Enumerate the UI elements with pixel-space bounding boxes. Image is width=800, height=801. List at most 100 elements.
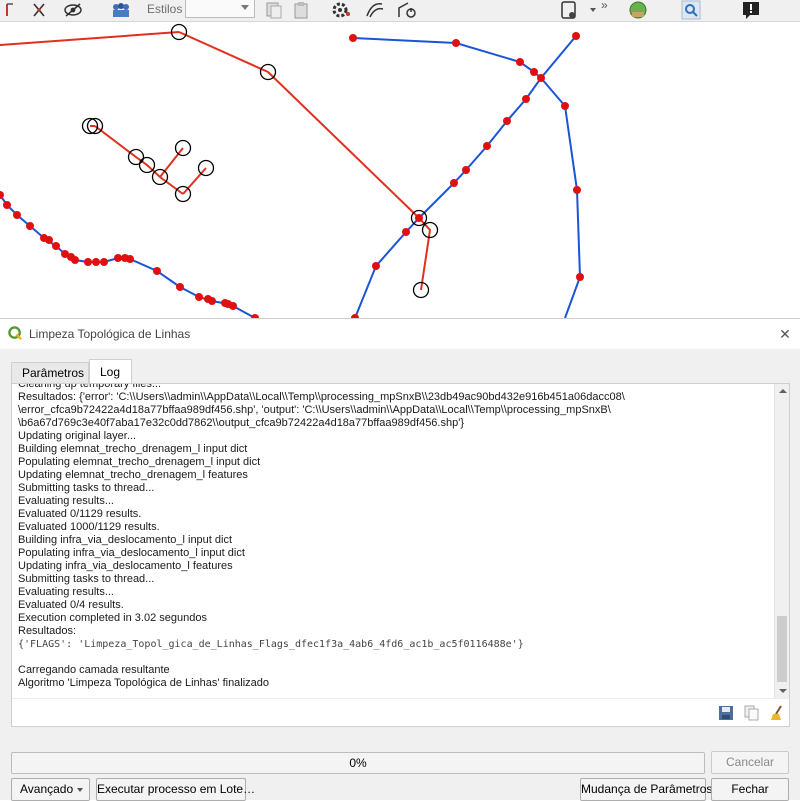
- vertex-marker: [503, 117, 511, 125]
- log-line: Evaluated 0/1129 results.: [18, 508, 142, 520]
- trace-lines-icon[interactable]: [364, 0, 386, 20]
- log-text-area[interactable]: Cleaning up temporary files... Resultados…: [12, 384, 774, 698]
- flag-marker[interactable]: [421, 221, 439, 239]
- advanced-button[interactable]: Avançado: [11, 778, 90, 801]
- search-icon[interactable]: [680, 0, 702, 20]
- close-icon[interactable]: ✕: [779, 325, 791, 342]
- tab-log[interactable]: Log: [89, 359, 132, 383]
- flag-marker[interactable]: [127, 148, 145, 166]
- log-line: Carregando camada resultante: [18, 664, 170, 676]
- dialog-title: Limpeza Topológica de Linhas: [29, 327, 191, 341]
- vertex-marker: [45, 236, 53, 244]
- vertex-marker: [84, 258, 92, 266]
- vertex-marker: [221, 299, 229, 307]
- log-line: Cleaning up temporary files...: [18, 384, 162, 390]
- vertex-marker: [450, 179, 458, 187]
- vertex-marker: [92, 258, 100, 266]
- plugin-map-icon[interactable]: [627, 0, 649, 20]
- log-line: Updating original layer...: [18, 430, 137, 442]
- chevron-down-icon[interactable]: [582, 0, 604, 20]
- vertex-marker: [415, 214, 423, 222]
- digitize-tool-icon[interactable]: [0, 0, 22, 20]
- vertex-marker: [530, 68, 538, 76]
- close-button[interactable]: Fechar: [711, 778, 789, 801]
- toggle-visibility-icon[interactable]: [62, 0, 84, 20]
- log-line: Algoritmo 'Limpeza Topológica de Linhas'…: [18, 677, 270, 689]
- log-line: [18, 651, 770, 664]
- flag-marker[interactable]: [86, 117, 104, 135]
- split-feature-icon[interactable]: [28, 0, 50, 20]
- log-line: Populating elemnat_trecho_drenagem_l inp…: [18, 456, 261, 468]
- vertex-marker: [251, 314, 259, 318]
- road-line[interactable]: [159, 147, 184, 178]
- drainage-line[interactable]: [352, 37, 582, 318]
- main-toolbar: Estilos »: [0, 0, 800, 22]
- vertex-marker: [61, 250, 69, 258]
- flag-marker[interactable]: [151, 168, 169, 186]
- vertex-marker: [561, 102, 569, 110]
- flag-marker[interactable]: [81, 117, 99, 135]
- flag-marker[interactable]: [174, 139, 192, 157]
- flag-marker[interactable]: [197, 159, 215, 177]
- dialog-titlebar: Limpeza Topológica de Linhas ✕: [0, 319, 800, 349]
- road-line[interactable]: [94, 125, 184, 195]
- flag-marker[interactable]: [170, 23, 188, 41]
- node-power-icon[interactable]: [396, 0, 418, 20]
- progress-bar: 0%: [11, 752, 705, 774]
- vertex-marker: [153, 267, 161, 275]
- vertex-marker: [121, 254, 129, 262]
- copy-style-icon[interactable]: [263, 0, 285, 20]
- log-line: Evaluated 0/4 results.: [18, 599, 124, 611]
- batch-process-button[interactable]: Executar processo em Lote…: [96, 778, 255, 801]
- road-line[interactable]: [178, 31, 420, 219]
- log-line: Evaluated 1000/1129 results.: [18, 521, 160, 533]
- road-line[interactable]: [182, 167, 207, 195]
- copy-log-icon[interactable]: [743, 704, 761, 722]
- log-line: Submitting tasks to thread...: [18, 573, 155, 585]
- log-line: Submitting tasks to thread...: [18, 482, 155, 494]
- log-line: Populating infra_via_deslocamento_l inpu…: [18, 547, 245, 559]
- scroll-down-icon[interactable]: [775, 684, 790, 698]
- tab-parametros[interactable]: Parâmetros: [11, 362, 89, 383]
- flag-marker[interactable]: [410, 209, 428, 227]
- map-canvas[interactable]: [0, 22, 800, 318]
- log-line: Building elemnat_trecho_drenagem_l input…: [18, 443, 248, 455]
- log-line: Resultados:: [18, 625, 77, 637]
- road-line[interactable]: [0, 31, 180, 46]
- layer-styles-icon[interactable]: [110, 0, 132, 20]
- messages-icon[interactable]: [740, 0, 762, 20]
- vertex-marker: [229, 302, 237, 310]
- vertex-marker: [537, 74, 545, 82]
- change-parameters-button[interactable]: Mudança de Parâmetros: [580, 778, 712, 801]
- gear-process-icon[interactable]: [330, 0, 352, 20]
- scroll-up-icon[interactable]: [775, 384, 790, 398]
- toolbar-overflow-chevron[interactable]: »: [601, 0, 608, 12]
- styles-label: Estilos: [147, 2, 183, 16]
- log-line: {'FLAGS': 'Limpeza_Topol_gica_de_Linhas_…: [18, 639, 524, 650]
- log-line: Evaluating results...: [18, 586, 114, 598]
- flag-marker[interactable]: [259, 63, 277, 81]
- paste-style-icon[interactable]: [290, 0, 312, 20]
- log-line: Evaluating results...: [18, 495, 114, 507]
- log-line: Building infra_via_deslocamento_l input …: [18, 534, 233, 546]
- chevron-down-icon: [77, 788, 83, 792]
- clear-log-icon[interactable]: [769, 704, 787, 722]
- flag-marker[interactable]: [138, 156, 156, 174]
- vertex-marker: [402, 228, 410, 236]
- log-line: Execution completed in 3.02 segundos: [18, 612, 207, 624]
- save-log-icon[interactable]: [717, 704, 735, 722]
- scroll-thumb[interactable]: [777, 616, 787, 682]
- vertex-marker: [573, 186, 581, 194]
- log-scrollbar[interactable]: [774, 384, 789, 698]
- log-line: \error_cfca9b72422a4d18a77bffaa989df456.…: [18, 404, 611, 416]
- map-tips-icon[interactable]: [558, 0, 580, 20]
- road-line[interactable]: [418, 217, 432, 291]
- cancel-button[interactable]: Cancelar: [711, 751, 789, 774]
- vertex-marker: [516, 58, 524, 66]
- vertex-marker: [0, 191, 4, 199]
- vertex-marker: [13, 211, 21, 219]
- flag-marker[interactable]: [412, 281, 430, 299]
- styles-combo[interactable]: [185, 0, 255, 18]
- flag-marker[interactable]: [174, 185, 192, 203]
- vertex-marker: [462, 166, 470, 174]
